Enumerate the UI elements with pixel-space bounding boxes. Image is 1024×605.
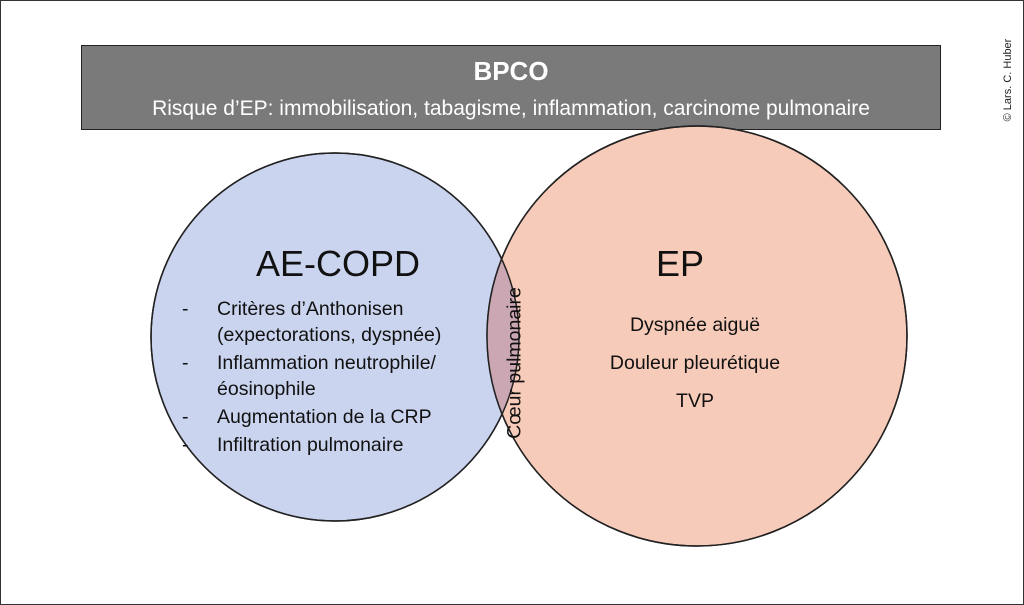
list-item: Douleur pleurétique [609,352,781,374]
left-circle-outline [150,152,520,522]
header-box: BPCO Risque d’EP: immobilisation, tabagi… [81,45,941,130]
list-bullet: - [182,298,189,320]
list-item-text: Augmentation de la CRP [217,406,432,428]
list-item: Dyspnée aiguë [629,314,761,336]
left-circle-label: AE-COPD [256,243,421,284]
right-circle-label: EP [656,243,705,284]
list-bullet: - [182,434,189,456]
right-circle-outline [486,125,908,547]
left-circle-list: - Critères d’Anthonisen (expectorations, … [182,296,502,460]
overlap-label: Cœur pulmonaire [503,287,526,439]
header-subtitle: Risque d’EP: immobilisation, tabagisme, … [152,97,870,120]
header-title: BPCO [473,56,549,86]
list-item-text: Critères d’Anthonisen (expectorations, d… [217,298,442,346]
list-item: - Inflammation neutrophile/éosinophile [182,350,502,402]
list-item-text: Inflammation neutrophile/éosinophile [217,352,436,400]
list-item: - Augmentation de la CRP [182,404,502,430]
list-item-text: Infiltration pulmonaire [217,434,404,456]
list-item: - Infiltration pulmonaire [182,432,502,458]
list-bullet: - [182,406,189,428]
list-bullet: - [182,352,189,374]
right-circle-list: Dyspnée aiguë Douleur pleurétique TVP [570,312,820,426]
list-item: - Critères d’Anthonisen (expectorations, … [182,296,502,348]
list-item: TVP [676,390,714,412]
